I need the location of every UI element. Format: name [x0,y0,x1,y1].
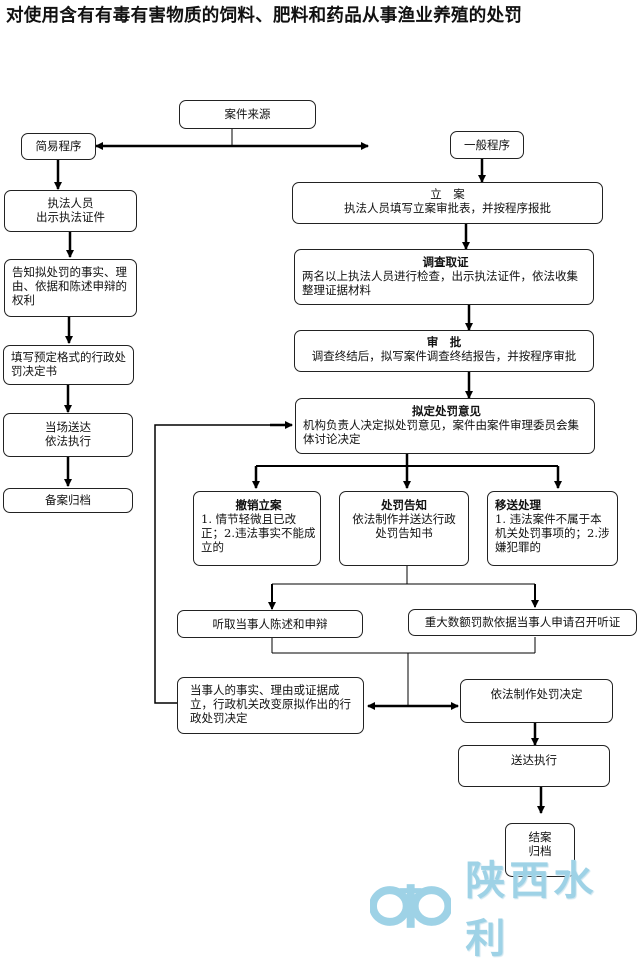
simple-step-deliver-execute: 当场送达 依法执行 [3,413,133,457]
make-decision-node: 依法制作处罚决定 [460,679,613,723]
step-text: 备案归档 [45,493,91,507]
investigation-node: 调查取证 两名以上执法人员进行检查，出示执法证件，依法收集整理证据材料 [294,249,594,305]
revoke-text: 1. 情节轻微且已改正；2.违法事实不能成立的 [201,512,316,554]
approval-heading: 审 批 [426,335,462,349]
approval-text: 调查终结后，拟写案件调查终结报告，并按程序审批 [311,349,577,363]
change-decision-text: 当事人的事实、理由或证据成立，行政机关改变原拟作出的行政处罚决定 [190,683,351,725]
case-source-node: 案件来源 [179,100,316,129]
watermark-text: 陕西水利 [465,858,598,962]
notice-text: 依法制作并送达行政处罚告知书 [352,512,456,540]
step-text: 告知拟处罚的事实、理由、依据和陈述申辩的权利 [12,265,127,307]
general-procedure-label: 一般程序 [464,138,510,152]
general-procedure-node: 一般程序 [450,131,524,159]
transfer-heading: 移送处理 [495,498,541,512]
hear-statement-label: 听取当事人陈述和申辩 [212,617,328,631]
simple-procedure-node: 简易程序 [21,133,96,160]
make-decision-label: 依法制作处罚决定 [490,687,583,701]
investigation-heading: 调查取证 [422,255,469,269]
notice-node: 处罚告知 依法制作并送达行政处罚告知书 [339,491,469,566]
water-conservancy-logo-icon [370,884,452,928]
draft-opinion-text: 机构负责人决定拟处罚意见，案件由案件审理委员会集体讨论决定 [303,418,579,446]
step-line: 出示执法证件 [36,210,105,224]
filing-text: 执法人员填写立案审批表，并按程序报批 [344,201,551,215]
transfer-text: 1. 违法案件不属于本机关处罚事项的；2.涉嫌犯罪的 [495,512,610,554]
case-source-label: 案件来源 [224,107,271,121]
deliver-label: 送达执行 [511,753,557,767]
filing-heading: 立 案 [430,187,465,201]
watermark: 陕西水利 [370,858,640,962]
draft-opinion-heading: 拟定处罚意见 [412,404,481,418]
investigation-text: 两名以上执法人员进行检查，出示执法证件，依法收集整理证据材料 [302,269,578,297]
simple-procedure-label: 简易程序 [35,139,82,153]
revoke-node: 撤销立案 1. 情节轻微且已改正；2.违法事实不能成立的 [193,491,321,566]
simple-step-fill-decision: 填写预定格式的行政处罚决定书 [3,345,134,385]
transfer-node: 移送处理 1. 违法案件不属于本机关处罚事项的；2.涉嫌犯罪的 [487,491,618,566]
flow-connectors [54,128,562,814]
connector-feedback-loop [154,424,278,704]
hearing-label: 重大数额罚款依据当事人申请召开听证 [424,615,621,629]
draft-opinion-node: 拟定处罚意见 机构负责人决定拟处罚意见，案件由案件审理委员会集体讨论决定 [295,398,595,454]
filing-node: 立 案 执法人员填写立案审批表，并按程序报批 [292,182,603,224]
simple-step-archive: 备案归档 [3,488,133,513]
page-title: 对使用含有有毒有害物质的饲料、肥料和药品从事渔业养殖的处罚 [6,6,523,26]
step-line: 依法执行 [45,434,91,448]
notice-heading: 处罚告知 [381,498,427,512]
simple-step-show-credentials: 执法人员 出示执法证件 [4,190,137,232]
hear-statement-node: 听取当事人陈述和申辩 [177,610,363,638]
change-decision-node: 当事人的事实、理由或证据成立，行政机关改变原拟作出的行政处罚决定 [177,677,364,734]
simple-step-inform-rights: 告知拟处罚的事实、理由、依据和陈述申辩的权利 [4,259,137,317]
step-text: 填写预定格式的行政处罚决定书 [11,350,126,378]
close-node: 结案 归档 [505,823,575,877]
approval-node: 审 批 调查终结后，拟写案件调查终结报告，并按程序审批 [294,330,594,372]
hearing-node: 重大数额罚款依据当事人申请召开听证 [408,609,637,636]
step-line: 当场送达 [45,420,91,434]
close-line: 归档 [528,844,552,858]
deliver-node: 送达执行 [458,745,610,787]
step-line: 执法人员 [47,196,94,210]
close-line: 结案 [528,830,552,844]
revoke-heading: 撤销立案 [235,498,282,512]
